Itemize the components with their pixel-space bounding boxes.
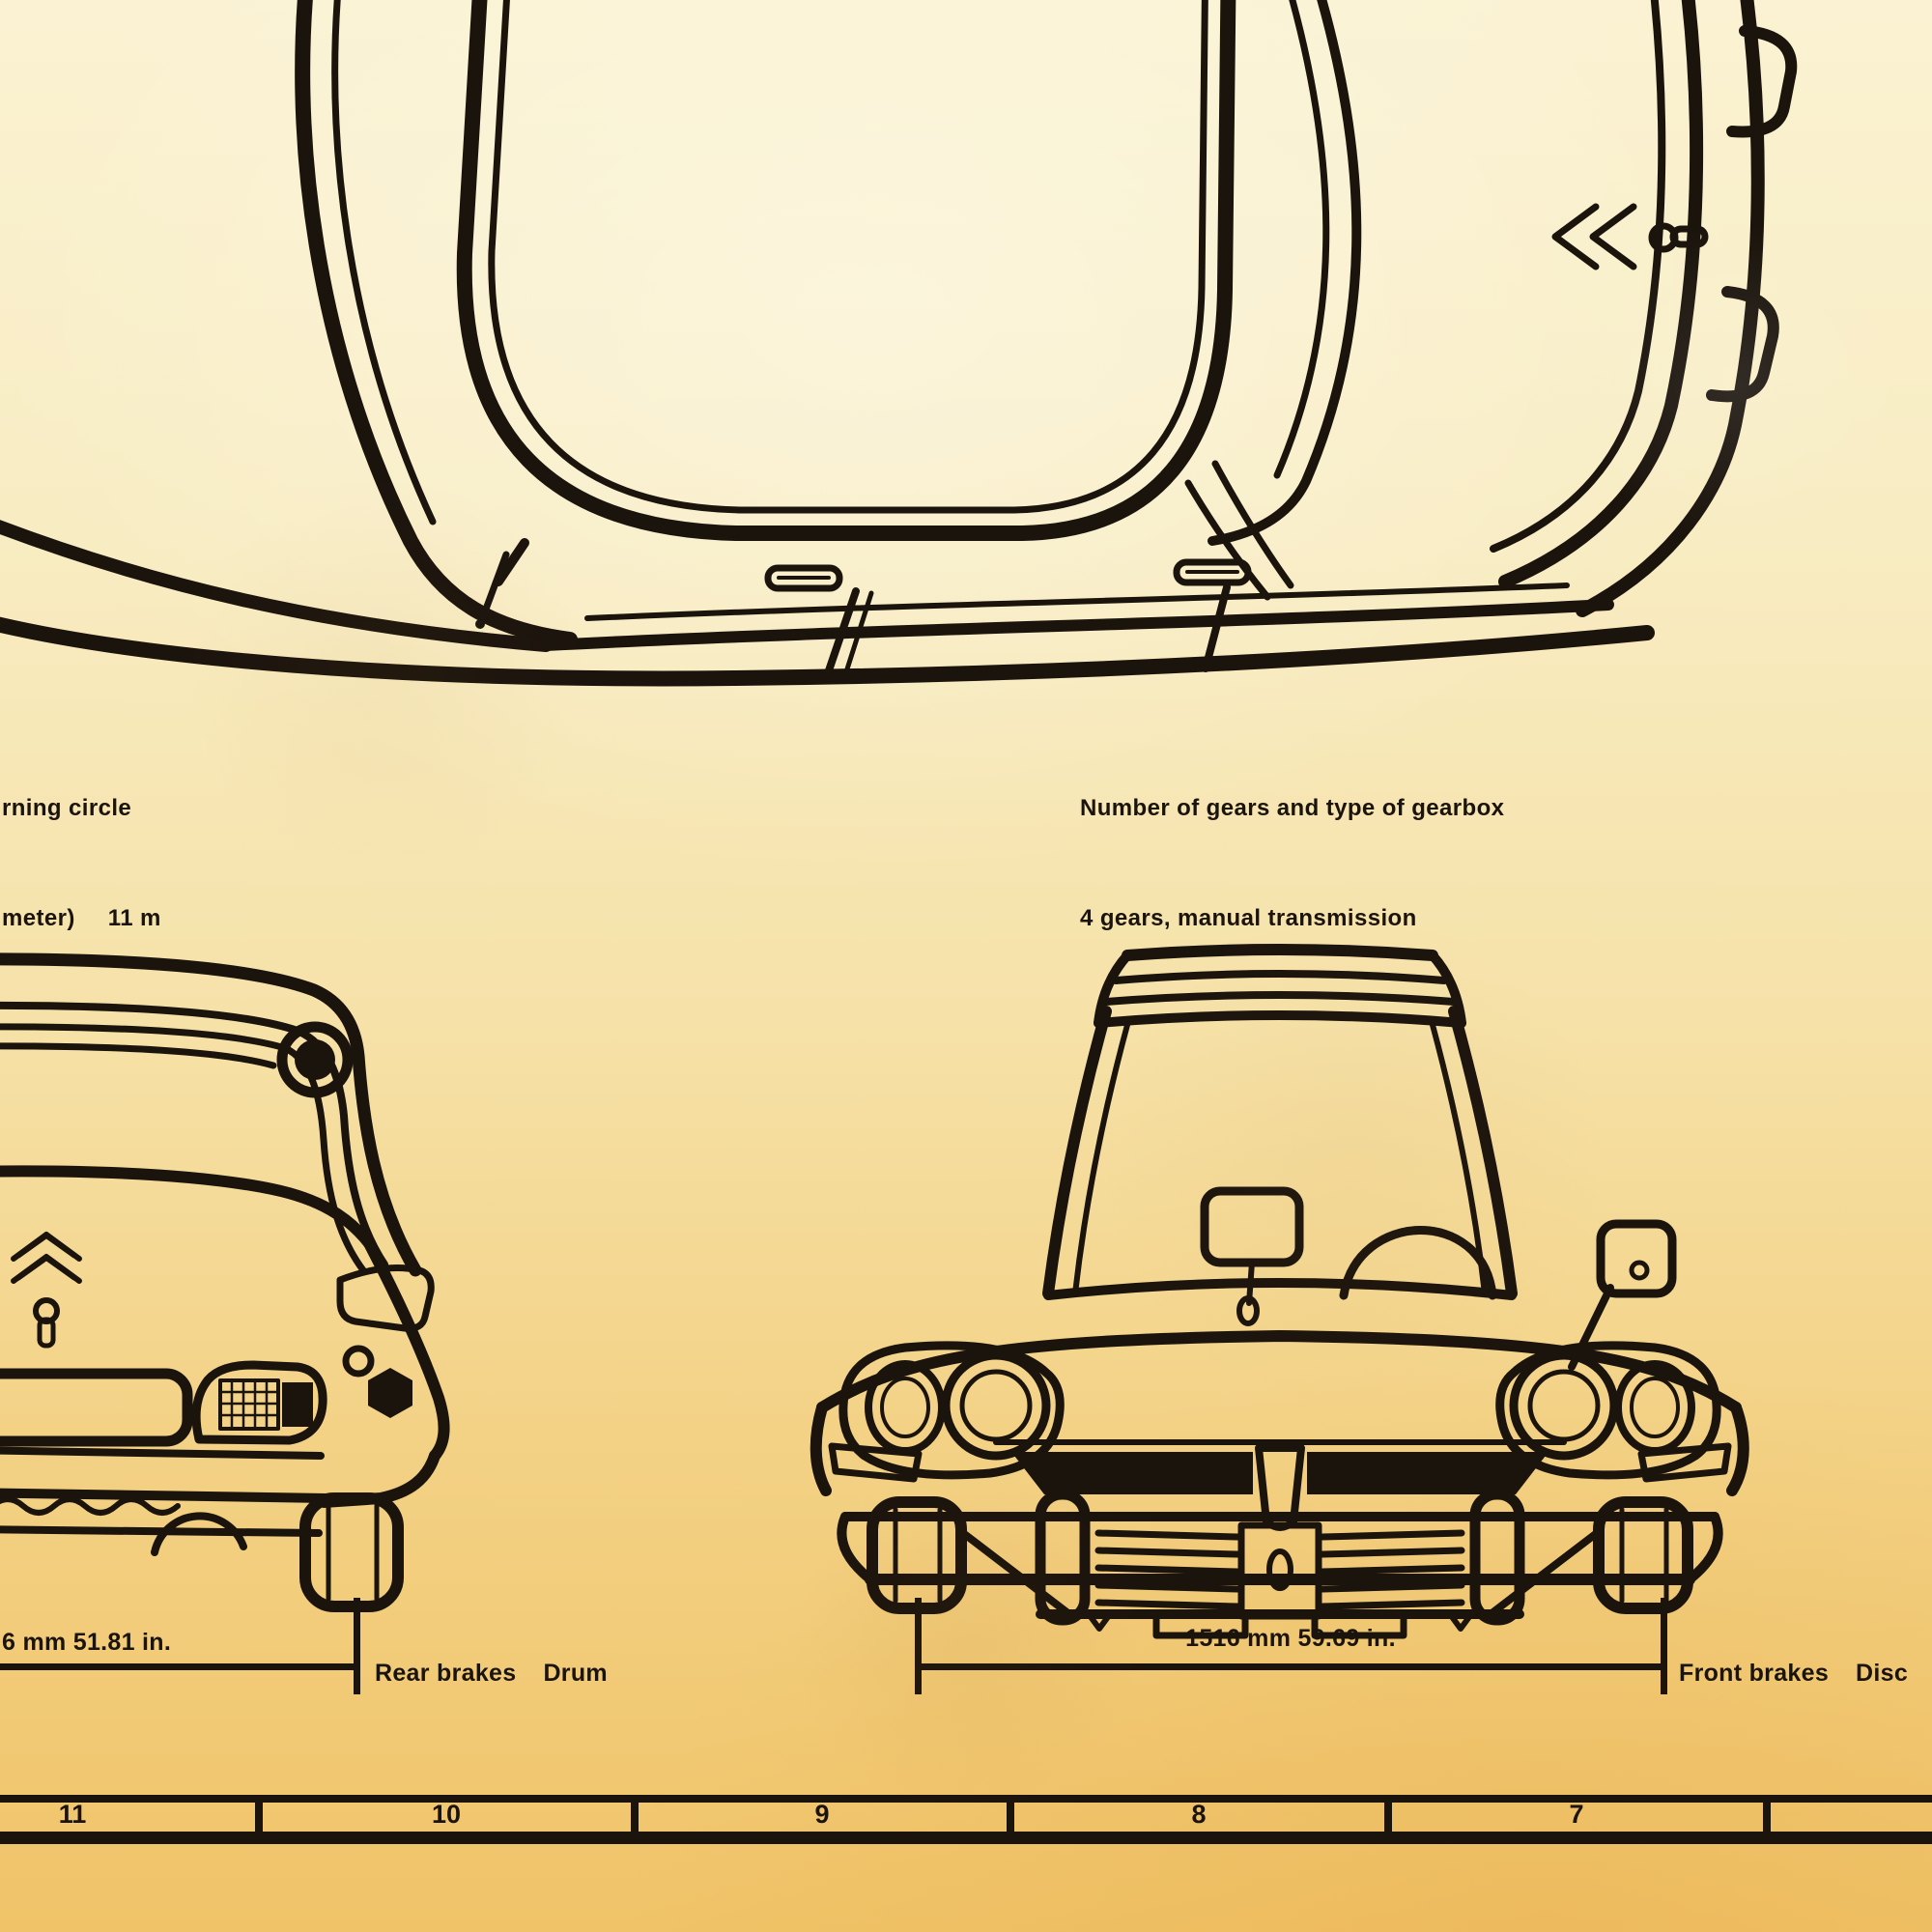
- front-track-tick-left: [915, 1598, 922, 1694]
- ruler-divider: [255, 1795, 263, 1844]
- top-roof-outline: [456, 0, 1236, 541]
- rear-quarter-window: [336, 1264, 435, 1332]
- front-roof: [1094, 944, 1466, 1028]
- front-sidelight-left: [828, 1442, 923, 1483]
- top-windshield-edge: [295, 0, 578, 647]
- ruler-top-line: [0, 1795, 1932, 1803]
- ruler-number: 11: [58, 1800, 87, 1829]
- rear-trunk-shoulder: [0, 1165, 375, 1249]
- front-brakes-value: Disc: [1856, 1660, 1909, 1687]
- gearbox-line2: 4 gears, manual transmission: [1080, 905, 1417, 931]
- citroen-double-chevron-icon: [1551, 203, 1637, 270]
- headlight-cluster-right: [1495, 1341, 1721, 1480]
- bumper-louvers-right: [1319, 1529, 1465, 1610]
- turning-circle-line1: rning circle: [2, 795, 132, 821]
- bumper-overrider-left: [1035, 1489, 1091, 1626]
- rearview-mirror-icon: [1200, 1186, 1304, 1326]
- rear-wheel: [299, 1492, 404, 1612]
- turning-circle-spec: rning circle meter)11 m: [2, 717, 161, 1010]
- bumper-louvers-left: [1094, 1529, 1241, 1610]
- front-underpan: [959, 1529, 1601, 1639]
- car-rear-view: [0, 952, 450, 1612]
- front-cowl-line: [1043, 1278, 1517, 1300]
- ruler-bottom-line: [0, 1832, 1932, 1844]
- rear-track-dimension-label: 6 mm 51.81 in.: [2, 1629, 172, 1656]
- ruler-divider: [1763, 1795, 1771, 1844]
- crank-hole-icon: [1266, 1548, 1293, 1591]
- rear-fender-edge: [363, 1237, 450, 1462]
- top-bumper-overrider-lower: [1706, 286, 1779, 403]
- rear-lamp-cluster: [191, 1360, 327, 1445]
- headlight-cluster-left: [838, 1341, 1065, 1480]
- rear-scallop-line: [0, 1496, 181, 1516]
- bumper-center-plate: [1237, 1521, 1322, 1620]
- top-rear-bumper: [1576, 0, 1765, 617]
- keyhole-icon: [1648, 222, 1709, 253]
- front-wheel-right: [1593, 1496, 1693, 1614]
- front-track-dimension-line: [918, 1663, 1663, 1670]
- rear-bolt-circle: [342, 1345, 375, 1378]
- car-front-view: [810, 944, 1749, 1639]
- top-rear-window-seam: [1208, 0, 1362, 546]
- turning-circle-line2: meter)11 m: [2, 905, 161, 931]
- top-bumper-overrider-upper: [1726, 25, 1798, 138]
- door-handle-icon: [764, 564, 843, 592]
- rear-track-tick: [354, 1598, 360, 1694]
- rear-hex-nut-icon: [368, 1368, 412, 1418]
- gearbox-line1: Number of gears and type of gearbox: [1080, 795, 1505, 821]
- car-top-view: [0, 0, 1798, 687]
- trunk-keyhole-icon: [33, 1297, 60, 1349]
- gearbox-spec: Number of gears and type of gearbox 4 ge…: [1080, 717, 1504, 1010]
- ruler-divider: [1007, 1795, 1014, 1844]
- front-bumper: [837, 1489, 1723, 1626]
- front-sidelight-right: [1637, 1442, 1732, 1483]
- top-fender-curve: [0, 520, 553, 652]
- steering-wheel: [1339, 1226, 1497, 1300]
- wiper-icon: [475, 538, 529, 629]
- top-trunk-edge: [1498, 0, 1704, 588]
- front-track-tick-right: [1661, 1598, 1667, 1694]
- door-handle-icon: [1173, 558, 1252, 586]
- rear-roofline: [0, 952, 422, 1277]
- ruler-number: 9: [814, 1800, 830, 1829]
- front-beltline: [816, 1330, 1742, 1413]
- turning-circle-value: 11 m: [107, 905, 161, 931]
- citroen-double-chevron-icon: [11, 1232, 82, 1284]
- ruler-divider: [1384, 1795, 1392, 1844]
- top-sill-line: [540, 599, 1614, 651]
- rear-lamp-panel: [0, 1368, 193, 1447]
- bumper-overrider-right: [1469, 1489, 1525, 1626]
- ruler-number: 10: [431, 1800, 462, 1829]
- front-track-dimension-label: 1516 mm 59.69 in.: [1185, 1625, 1396, 1652]
- ruler-divider: [631, 1795, 639, 1844]
- front-grille-band: [993, 1439, 1567, 1531]
- ruler-number: 7: [1569, 1800, 1584, 1829]
- rear-brakes-value: Drum: [543, 1660, 608, 1687]
- ruler-number: 8: [1191, 1800, 1207, 1829]
- rear-track-dimension-line: [0, 1663, 356, 1670]
- trumpet-indicator-icon: [276, 1021, 354, 1098]
- top-body-bottom: [0, 616, 1655, 687]
